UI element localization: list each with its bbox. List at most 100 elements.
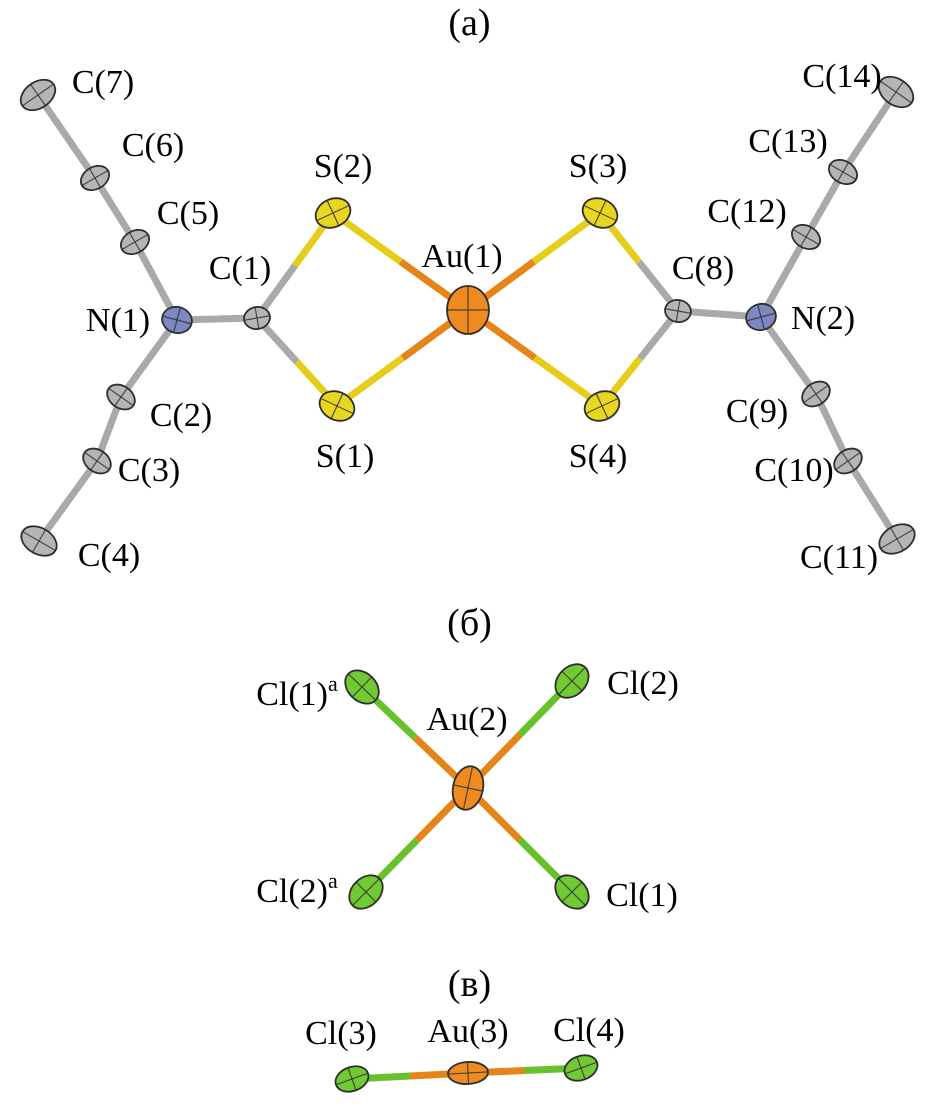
atom-c-5 bbox=[119, 228, 151, 256]
label-au-1: Au(1) bbox=[421, 238, 502, 275]
atom-s-2 bbox=[314, 197, 352, 229]
ortep-axis-v bbox=[888, 81, 904, 103]
atom-n-2 bbox=[745, 302, 777, 332]
ortep-axis-v bbox=[809, 384, 823, 404]
panel-v: Cl(3)Au(3)Cl(4) bbox=[305, 1012, 625, 1093]
ortep-axis-v bbox=[466, 1061, 470, 1085]
ortep-axis-v bbox=[757, 304, 765, 330]
ortep-axis-v bbox=[347, 1067, 357, 1091]
atom-c-4 bbox=[20, 525, 58, 557]
label-c-12: C(12) bbox=[707, 193, 786, 230]
atom-c-10 bbox=[833, 447, 863, 475]
atom-cl-3 bbox=[334, 1065, 370, 1093]
atom-s-4 bbox=[583, 390, 621, 422]
atom-c-2 bbox=[106, 383, 136, 411]
bond-au-2-cl-1 bbox=[465, 785, 575, 895]
ortep-axis-v bbox=[889, 527, 905, 551]
label-s-4: S(4) bbox=[569, 438, 628, 475]
panel-b: Cl(1)aAu(2) Cl(2) Cl(2)a Cl(1) bbox=[256, 663, 679, 914]
atom-c-8 bbox=[664, 299, 692, 323]
label-c-6: C(6) bbox=[122, 127, 184, 164]
label-n-2: N(2) bbox=[791, 300, 855, 337]
label-au-2: Au(2) bbox=[426, 701, 507, 738]
ortep-axis-v bbox=[30, 84, 46, 106]
ortep-axis-v bbox=[841, 451, 855, 471]
label-cl-1: Cl(1) bbox=[606, 877, 678, 914]
ortep-axis-v bbox=[351, 676, 373, 698]
atom-c-11 bbox=[878, 523, 916, 555]
ortep-axis-v bbox=[31, 529, 47, 553]
atom-s-3 bbox=[581, 197, 619, 229]
ortep-axis-v bbox=[561, 670, 583, 692]
label-s-2: S(2) bbox=[314, 148, 373, 185]
ortep-axis-v bbox=[593, 200, 607, 226]
bond-c-13-c-14 bbox=[840, 90, 899, 174]
label-c-5: C(5) bbox=[157, 195, 219, 232]
ortep-axis-v bbox=[355, 881, 377, 903]
ortep-axis-v bbox=[128, 232, 142, 252]
bond-au-1-s-4 bbox=[465, 307, 605, 409]
ortep-axis-v bbox=[836, 162, 850, 182]
atom-c-3 bbox=[82, 447, 112, 475]
label-cl-4: Cl(4) bbox=[553, 1012, 625, 1049]
bond-c-3-c-4 bbox=[36, 458, 100, 544]
label-s-1: S(1) bbox=[316, 438, 375, 475]
label-c-10: C(10) bbox=[754, 452, 833, 489]
atom-c-7 bbox=[19, 78, 57, 112]
ortep-axis-v bbox=[326, 200, 340, 226]
bond-c-6-c-7 bbox=[35, 93, 98, 180]
ortep-axis-v bbox=[90, 451, 104, 471]
ortep-axis-v bbox=[799, 227, 813, 247]
panel-a-caption: (а) bbox=[448, 2, 491, 44]
label-c-2: C(2) bbox=[150, 397, 212, 434]
atom-au-1 bbox=[446, 285, 490, 335]
atom-cl-4 bbox=[563, 1054, 599, 1082]
ortep-axis-v bbox=[173, 307, 181, 333]
atom-cl-2-a bbox=[348, 874, 384, 910]
atom-cl-2 bbox=[554, 663, 590, 699]
atom-c-9 bbox=[801, 380, 831, 408]
label-c-1: C(1) bbox=[209, 250, 271, 287]
panel-b-caption: (б) bbox=[447, 602, 492, 644]
ortep-axis-v bbox=[576, 1056, 586, 1080]
atom-c-13 bbox=[827, 158, 859, 186]
atom-c-6 bbox=[79, 164, 111, 192]
label-c-14: C(14) bbox=[802, 58, 881, 95]
atom-cl-1-a bbox=[344, 669, 380, 705]
label-c-11: C(11) bbox=[800, 539, 878, 576]
label-c-8: C(8) bbox=[672, 250, 734, 287]
atom-c-1 bbox=[243, 306, 271, 330]
label-cl-3: Cl(3) bbox=[305, 1015, 377, 1052]
label-cl-2-a: Cl(2)a bbox=[256, 868, 338, 910]
atom-au-2 bbox=[451, 765, 485, 811]
label-c-9: C(9) bbox=[726, 393, 788, 430]
label-cl-1-a: Cl(1)a bbox=[256, 671, 338, 713]
atom-cl-1 bbox=[554, 874, 590, 910]
label-n-1: N(1) bbox=[86, 302, 150, 339]
bond-s-3-c-8 bbox=[597, 210, 681, 314]
label-c-7: C(7) bbox=[72, 64, 134, 101]
atom-s-1 bbox=[318, 390, 356, 422]
label-cl-2: Cl(2) bbox=[607, 665, 679, 702]
label-s-3: S(3) bbox=[569, 148, 628, 185]
ortep-axis-v bbox=[595, 393, 609, 419]
atom-c-12 bbox=[790, 223, 822, 251]
label-c-13: C(13) bbox=[748, 123, 827, 160]
panel-v-caption: (в) bbox=[447, 963, 492, 1005]
panel-a: C(7) C(6) C(5) N(1) C(1) S(2) S(1) Au(1) S(3) S(4… bbox=[19, 58, 916, 576]
atom-c-14 bbox=[877, 75, 915, 109]
ortep-axis-v bbox=[330, 393, 344, 419]
bond-au-2-cl-2-a bbox=[363, 785, 471, 895]
label-c-3: C(3) bbox=[118, 452, 180, 489]
bond-au-1-s-1 bbox=[334, 307, 471, 409]
label-c-4: C(4) bbox=[78, 537, 140, 574]
ortep-axis-v bbox=[462, 766, 474, 810]
bond-s-4-c-8 bbox=[599, 308, 681, 409]
atom-au-3 bbox=[447, 1061, 489, 1085]
atom-n-1 bbox=[161, 305, 193, 335]
ortep-axis-v bbox=[114, 387, 128, 407]
ortep-axis-v bbox=[254, 307, 260, 329]
ortep-axis-v bbox=[561, 881, 583, 903]
